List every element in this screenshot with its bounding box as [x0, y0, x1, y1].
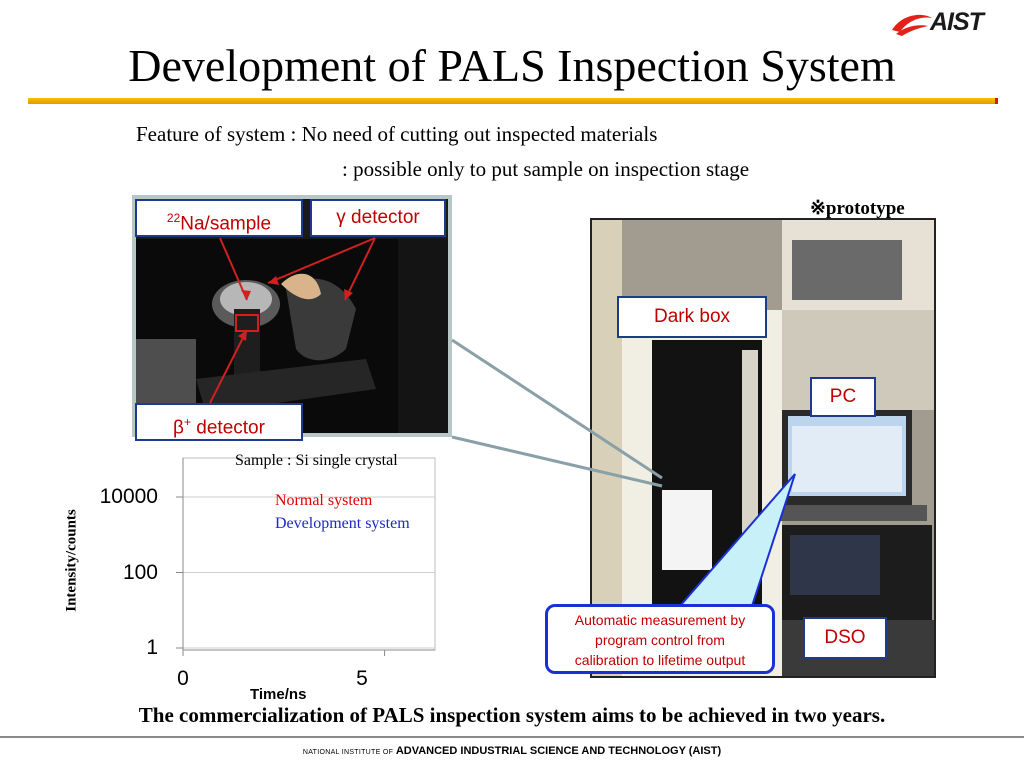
footer-main: ADVANCED INDUSTRIAL SCIENCE AND TECHNOLO… — [395, 745, 722, 757]
prototype-photo — [590, 218, 936, 678]
callout-line-2: program control from — [595, 632, 725, 648]
legend-normal-system: Normal system — [275, 492, 373, 509]
zoom-line-bottom — [451, 435, 663, 488]
chart-title: Sample : Si single crystal — [235, 452, 398, 469]
aist-logo — [892, 14, 932, 36]
label-beta-detector: β+ detector — [135, 403, 303, 441]
footer-prefix: NATIONAL INSTITUTE OF — [302, 749, 394, 756]
label-dso: DSO — [803, 617, 887, 659]
legend-development-system: Development system — [275, 515, 410, 532]
aist-logo-text: AIST — [930, 8, 984, 36]
feature-line-2: : possible only to put sample on inspect… — [342, 157, 750, 181]
zoom-line-top — [451, 338, 663, 480]
na-pointer — [219, 237, 248, 301]
label-dark-box: Dark box — [617, 296, 767, 338]
chart-x-axis-label: Time/ns — [250, 686, 307, 703]
prototype-note: ※prototype — [810, 198, 905, 219]
label-gamma-detector: γ detector — [310, 199, 446, 237]
beta-pointer — [209, 329, 248, 404]
label-na-sample: 22Na/sample — [135, 199, 303, 237]
gamma-pointer-left — [267, 237, 376, 284]
x-tick-label: 5 — [356, 667, 368, 690]
automation-callout: Automatic measurement by program control… — [545, 604, 775, 674]
commercialization-statement: The commercialization of PALS inspection… — [138, 703, 886, 727]
x-tick-label: 0 — [177, 667, 189, 690]
callout-line-3: calibration to lifetime output — [574, 652, 746, 668]
y-tick-label: 100 — [122, 561, 158, 584]
title-underline — [28, 98, 998, 104]
y-tick-label: 10000 — [99, 485, 158, 508]
gamma-pointer-right — [344, 237, 376, 301]
feature-line-1: Feature of system : No need of cutting o… — [136, 122, 658, 146]
y-tick-label: 1 — [146, 636, 158, 659]
label-pc: PC — [810, 377, 876, 417]
chart-plot-area — [182, 457, 436, 651]
page-title: Development of PALS Inspection System — [128, 40, 896, 91]
aist-swoosh-icon — [892, 14, 932, 32]
footer-institute: NATIONAL INSTITUTE OF ADVANCED INDUSTRIA… — [0, 745, 1024, 757]
callout-line-1: Automatic measurement by — [574, 612, 746, 628]
footer-divider — [0, 736, 1024, 738]
